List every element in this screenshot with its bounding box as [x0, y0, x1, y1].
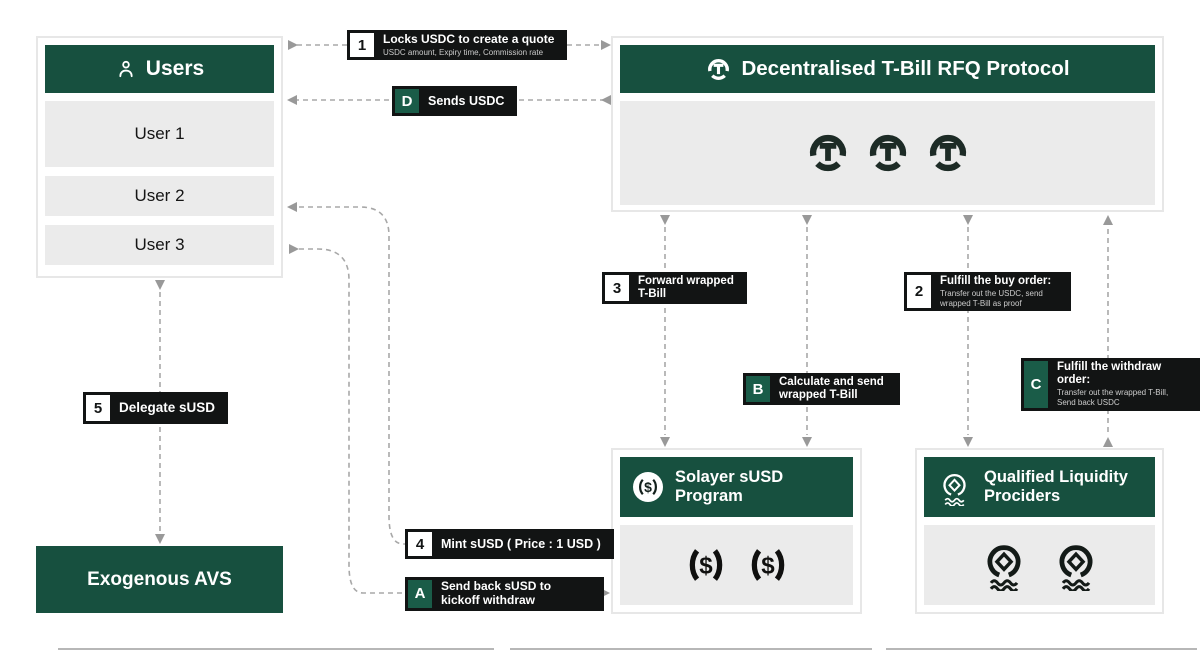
- step-badge: 3: [605, 275, 629, 302]
- step-title: Mint sUSD ( Price : 1 USD ): [441, 536, 601, 551]
- exogenous-avs-title: Exogenous AVS: [87, 568, 232, 590]
- step-title: Forward wrapped T-Bill: [638, 275, 734, 301]
- step-title: Locks USDC to create a quote: [383, 32, 555, 46]
- liquidity-icon: [978, 539, 1030, 591]
- exogenous-avs-panel: Exogenous AVS: [36, 546, 283, 613]
- step-label-b: B Calculate and send wrapped T-Bill: [743, 373, 900, 406]
- tbill-icon: [925, 130, 971, 176]
- tbill-icon: [805, 130, 851, 176]
- tbill-icon: [705, 56, 732, 83]
- solayer-header: $ Solayer sUSD Program: [620, 457, 853, 517]
- tbill-protocol-body: [620, 101, 1155, 205]
- step-title: Fulfill the buy order:: [940, 275, 1052, 287]
- susd-coin-icon: $: [632, 471, 664, 503]
- step-badge: C: [1024, 361, 1048, 408]
- user-row-1: User 1: [45, 101, 274, 167]
- liquidity-providers-header: Qualified Liquidity Prociders: [924, 457, 1155, 517]
- tbill-icon: [865, 130, 911, 176]
- step-title: Send back sUSD to kickoff withdraw: [441, 579, 552, 607]
- arrow-users-to-solayer-withdraw: [299, 248, 597, 594]
- liquidity-icon: [1050, 539, 1102, 591]
- step-subtitle: Transfer out the USDC, send wrapped T-Bi…: [940, 289, 1043, 308]
- arrowheads: [155, 40, 1113, 598]
- tbill-protocol-header: Decentralised T-Bill RFQ Protocol: [620, 45, 1155, 93]
- step-title: Calculate and send wrapped T-Bill: [779, 376, 884, 402]
- tbill-protocol-panel: Decentralised T-Bill RFQ Protocol: [611, 36, 1164, 212]
- step-label-c: C Fulfill the withdraw order: Transfer o…: [1021, 358, 1200, 411]
- user-row-2: User 2: [45, 176, 274, 216]
- solayer-title: Solayer sUSD Program: [675, 467, 784, 505]
- user-row-3: User 3: [45, 225, 274, 265]
- step-badge: 4: [408, 532, 432, 556]
- liquidity-providers-title: Qualified Liquidity Prociders: [984, 467, 1128, 505]
- step-badge: 5: [86, 395, 110, 421]
- users-panel-header: Users: [45, 45, 274, 93]
- tbill-protocol-title: Decentralised T-Bill RFQ Protocol: [741, 57, 1070, 80]
- step-label-4: 4 Mint sUSD ( Price : 1 USD ): [405, 529, 614, 559]
- users-panel-title: Users: [145, 57, 205, 80]
- step-badge: 1: [350, 33, 374, 58]
- solayer-panel: $ Solayer sUSD Program $ $: [611, 448, 862, 614]
- step-subtitle: USDC amount, Expiry time, Commission rat…: [383, 47, 544, 57]
- step-badge: 2: [907, 275, 931, 309]
- step-badge: A: [408, 580, 432, 608]
- step-badge: D: [395, 89, 419, 113]
- step-label-1: 1 Locks USDC to create a quote USDC amou…: [347, 30, 568, 61]
- user-icon: [115, 58, 137, 80]
- users-panel: Users User 1 User 2 User 3: [36, 36, 283, 278]
- step-title: Delegate sUSD: [119, 400, 216, 416]
- step-title: Sends USDC: [428, 93, 505, 108]
- susd-icon: $: [685, 544, 727, 586]
- solayer-body: $ $: [620, 525, 853, 605]
- svg-text:$: $: [761, 552, 775, 579]
- svg-text:$: $: [699, 552, 713, 579]
- step-label-3: 3 Forward wrapped T-Bill: [602, 272, 747, 305]
- liquidity-providers-body: [924, 525, 1155, 605]
- arrow-solayer-to-users-mint: [299, 206, 596, 545]
- step-label-d: D Sends USDC: [392, 86, 518, 116]
- susd-icon: $: [747, 544, 789, 586]
- liquidity-icon: [936, 469, 973, 506]
- step-label-5: 5 Delegate sUSD: [83, 392, 229, 424]
- svg-text:$: $: [644, 479, 652, 495]
- step-subtitle: Transfer out the wrapped T-Bill, Send ba…: [1057, 388, 1169, 408]
- step-label-a: A Send back sUSD to kickoff withdraw: [405, 577, 604, 611]
- step-label-2: 2 Fulfill the buy order: Transfer out th…: [904, 272, 1071, 312]
- step-badge: B: [746, 376, 770, 403]
- step-title: Fulfill the withdraw order:: [1057, 361, 1162, 387]
- liquidity-providers-panel: Qualified Liquidity Prociders: [915, 448, 1164, 614]
